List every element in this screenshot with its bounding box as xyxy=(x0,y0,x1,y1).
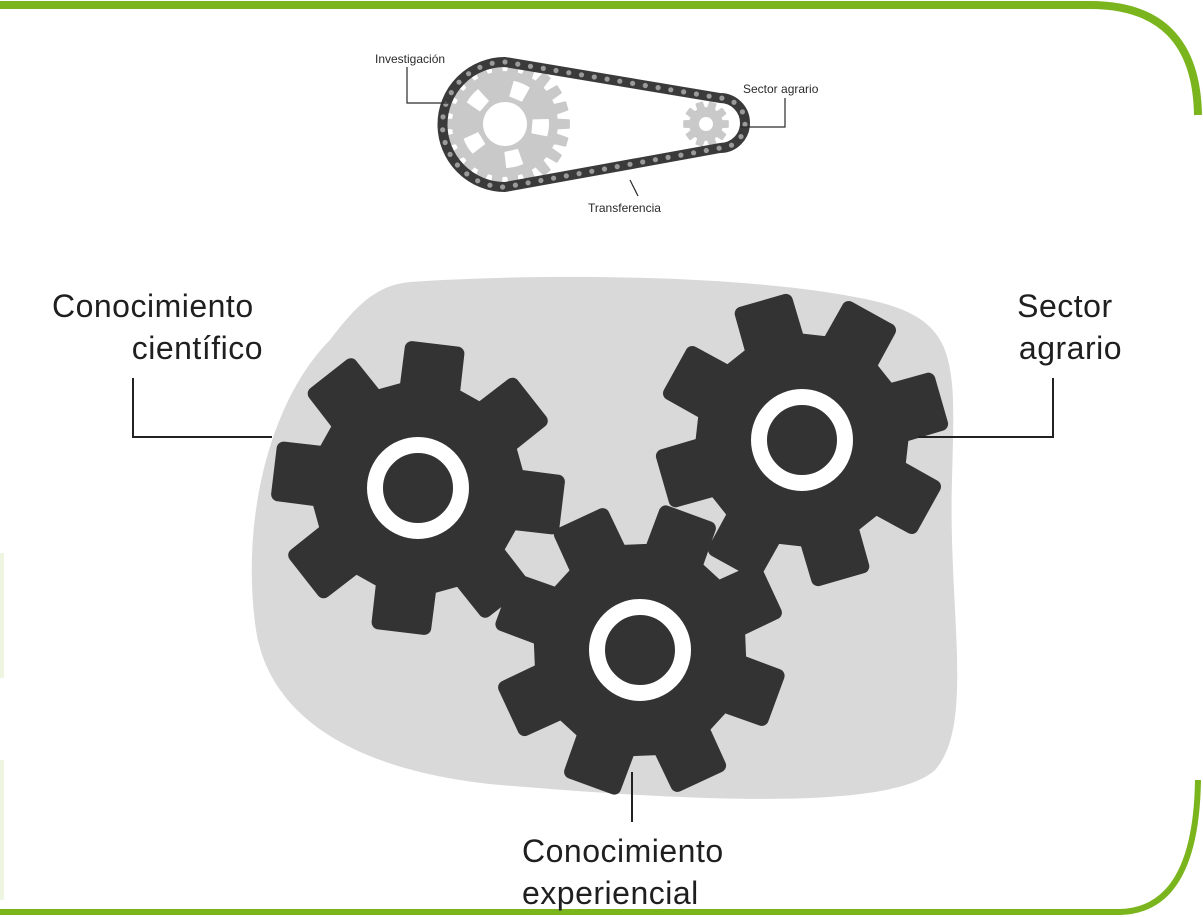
experiential-gear-icon xyxy=(495,505,785,795)
research-leader-line xyxy=(406,67,448,104)
experiential-label: Conocimiento experiencial xyxy=(522,833,733,911)
gear-hub-ring xyxy=(589,599,691,701)
gears-diagram: Conocimiento científico Sector agrario C… xyxy=(52,276,1122,911)
frame-top-right-border xyxy=(0,0,1202,116)
sector-gear-icon xyxy=(655,293,949,587)
sector-label-line-2: agrario xyxy=(1019,330,1122,366)
transfer-label: Transferencia xyxy=(588,201,661,215)
gear-hub-ring xyxy=(751,389,853,491)
sector-label-line-1: Sector xyxy=(1017,288,1112,324)
small-sprocket-icon xyxy=(683,101,729,147)
gear-hub-ring xyxy=(367,437,469,539)
scientific-label-line-2: científico xyxy=(132,330,263,366)
experiential-label-line-2: experiencial xyxy=(522,875,699,911)
scientific-label-line-1: Conocimiento xyxy=(52,288,254,324)
chain-links xyxy=(440,59,748,190)
scientific-label: Conocimiento científico xyxy=(52,288,263,366)
experiential-label-line-1: Conocimiento xyxy=(522,833,724,869)
scientific-leader-line xyxy=(132,378,272,438)
chain-diagram: Investigación Sector agrario Transferenc… xyxy=(375,52,819,215)
sector-label: Sector agrario xyxy=(1017,288,1122,366)
frame-left-accent xyxy=(0,553,4,678)
sector-leader-line xyxy=(918,378,1054,438)
frame-left-accent xyxy=(0,760,4,900)
sector-leader-line xyxy=(740,98,786,128)
frame-bottom-right-border xyxy=(0,779,1201,915)
research-label: Investigación xyxy=(375,52,445,66)
transfer-leader-line xyxy=(629,179,639,197)
sector-label: Sector agrario xyxy=(743,82,819,96)
